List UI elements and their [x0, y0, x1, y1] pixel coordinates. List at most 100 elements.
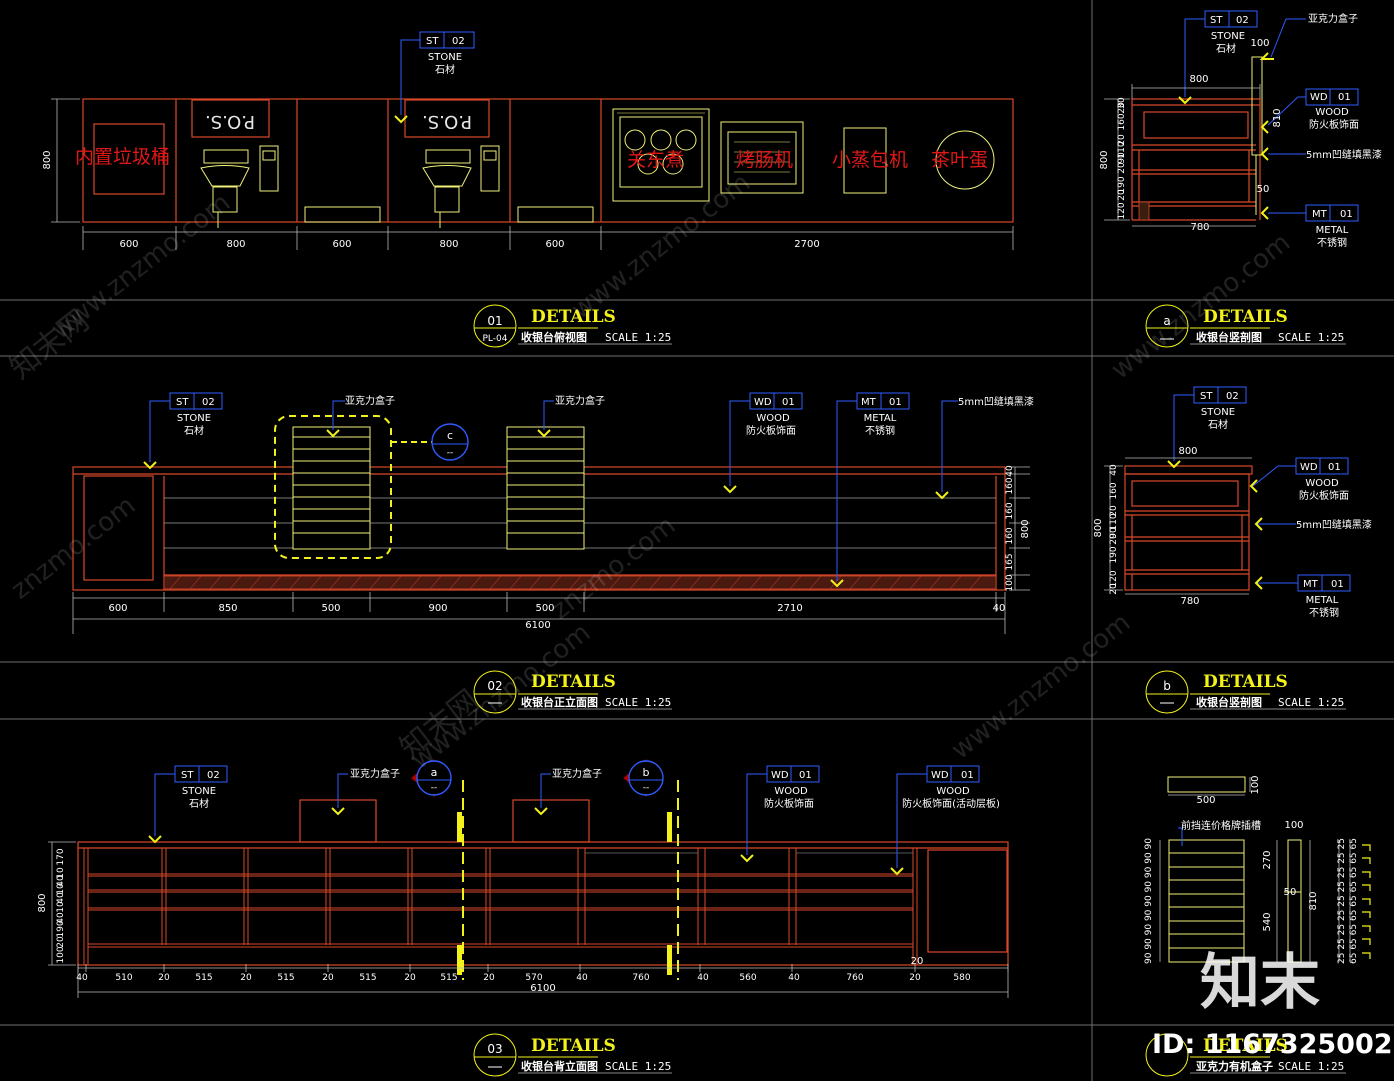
d2-total: 6100 [525, 620, 550, 631]
d2-metal-num: 01 [889, 397, 902, 408]
metal-kickplate [163, 575, 997, 590]
d2-vdim-3: 160 [1005, 502, 1015, 519]
d3-dim-12: 570 [525, 973, 542, 983]
sb-groove: 5mm凹缝填黑漆 [1296, 518, 1372, 531]
d3-dim-18: 760 [846, 973, 863, 983]
section-c-marker[interactable] [431, 423, 469, 461]
d3-vdim-3: 40 [56, 875, 66, 887]
sb-vdim-8: 120 [1109, 570, 1119, 587]
d3-wood1-cn: 防火板饰面 [764, 797, 814, 810]
title-num: b [1163, 679, 1171, 693]
title-scale: SCALE 1:25 [605, 696, 671, 709]
d3-dim-13: 40 [576, 973, 588, 983]
title-details: DETAILS [1203, 1036, 1288, 1056]
section-b-detail: ST 02 STONE 石材 800 780 WD 01 WOOD 防火板饰面 … [1093, 386, 1372, 714]
drawing-01-plan: P.O.S. P.O.S. 内置垃圾桶 关东煮 烤肠机 小蒸包机 茶叶蛋 ST … [42, 31, 1014, 348]
d2-dim-5: 500 [535, 603, 554, 614]
sc-dim-100-top: 100 [1250, 775, 1261, 794]
d3-dim-16: 560 [739, 973, 756, 983]
sb-wood-code: WD [1300, 462, 1318, 473]
d3-vdim-9: 20 [56, 936, 66, 948]
sc-dim-540: 540 [1262, 912, 1273, 931]
d2-wood-code: WD [754, 397, 772, 408]
sa-metal-code: MT [1312, 209, 1328, 220]
title-block-a: a DETAILS 收银台竖剖图 SCALE 1:25 [1145, 304, 1346, 348]
sc-left-dims: 90 90 90 90 90 90 90 90 90 [1144, 838, 1154, 964]
title-name: 收银台正立面图 [521, 695, 598, 709]
d3-wood2-code: WD [931, 770, 949, 781]
dim-w-4: 800 [439, 239, 458, 250]
title-sheet: PL-04 [483, 334, 508, 344]
sc-dim-810: 810 [1308, 891, 1319, 910]
d2-metal-en: METAL [864, 413, 897, 424]
d3-extra-dim: 20 [911, 956, 924, 967]
title-scale: SCALE 1:25 [1278, 696, 1344, 709]
d3-dim-19: 20 [909, 973, 921, 983]
d3-stone-cn: 石材 [189, 797, 209, 810]
title-scale: SCALE 1:25 [605, 331, 671, 344]
section-c-letter: c [447, 429, 453, 442]
sa-dim-50: 50 [1257, 184, 1270, 195]
d2-vdim-4: 160 [1005, 527, 1015, 544]
dim-w-5: 600 [545, 239, 564, 250]
d3-acrylic-1: 亚克力盒子 [350, 767, 400, 780]
sa-vdim-3: 160 [1117, 113, 1127, 130]
sc-label: 前挡连价格牌插槽 [1181, 819, 1261, 832]
d3-dim-10: 515 [440, 973, 457, 983]
section-a-detail: ST 02 STONE 石材 亚克力盒子 100 800 780 810 50 … [1099, 10, 1382, 348]
acrylic-box-1 [292, 426, 371, 550]
title-details: DETAILS [1203, 672, 1288, 692]
d3-dim-14: 760 [632, 973, 649, 983]
tag-num: 02 [452, 36, 465, 47]
d3-dim-2: 510 [115, 973, 132, 983]
pos-label-2: P.O.S. [422, 111, 472, 132]
sb-vdim-4: 110 [1109, 513, 1119, 530]
title-num: 02 [487, 679, 502, 693]
sa-dim-810: 810 [1272, 108, 1283, 127]
sb-stone-num: 02 [1226, 391, 1239, 402]
d3-stone-code: ST [181, 770, 194, 781]
sb-stone-cn: 石材 [1208, 418, 1228, 431]
d3-dim-lines [48, 841, 1009, 998]
section-a-marker[interactable]: a -- [411, 758, 452, 798]
d2-dim-2: 850 [218, 603, 237, 614]
dim-w-6: 2700 [794, 239, 819, 250]
sa-vdim-4: 20 [1117, 134, 1127, 146]
section-b-marker[interactable]: b -- [623, 758, 664, 798]
sc-dim-100: 100 [1284, 820, 1303, 831]
d3-dim-1: 40 [76, 973, 88, 983]
d2-vdim-2: 160 [1005, 477, 1015, 494]
d2-stone-code: ST [176, 397, 189, 408]
d3-stone-num: 02 [207, 770, 220, 781]
d3-wood1-code: WD [771, 770, 789, 781]
sa-vdim-7: 20 [1117, 162, 1127, 174]
dim-w-3: 600 [332, 239, 351, 250]
title-name: 收银台背立面图 [521, 1059, 598, 1073]
sa-vdim-9: 20 [1117, 189, 1127, 201]
d2-wood-num: 01 [782, 397, 795, 408]
sb-vdim-3: 20 [1109, 505, 1119, 517]
d2-acrylic-1: 亚克力盒子 [345, 394, 395, 407]
d3-wood1-num: 01 [799, 770, 812, 781]
sb-wood-num: 01 [1328, 462, 1341, 473]
title-name: 收银台竖剖图 [1196, 330, 1262, 344]
d3-dim-4: 515 [195, 973, 212, 983]
watermark-text-6: www.znzmo.com [946, 608, 1136, 766]
section-c-detail: 500 100 前挡连价格牌插槽 100 270 50 540 810 90 9… [1144, 775, 1371, 1077]
title-scale: SCALE 1:25 [1278, 331, 1344, 344]
d2-dim-1: 600 [108, 603, 127, 614]
label-bun-steamer: 小蒸包机 [832, 149, 908, 171]
sb-stone-en: STONE [1201, 407, 1235, 418]
title-details: DETAILS [531, 1036, 616, 1056]
sa-stone-code: ST [1210, 15, 1223, 26]
sb-vdim-6: 20 [1109, 533, 1119, 545]
drawing-03-back: a -- b -- ST 02 STONE [37, 758, 1009, 1077]
section-a-letter: a [431, 766, 438, 779]
d3-wood2-en: WOOD [936, 786, 970, 797]
sa-wood-cn: 防火板饰面 [1309, 118, 1359, 131]
material-cn: 石材 [435, 63, 455, 76]
d2-vdim-6: 100 [1005, 574, 1015, 591]
